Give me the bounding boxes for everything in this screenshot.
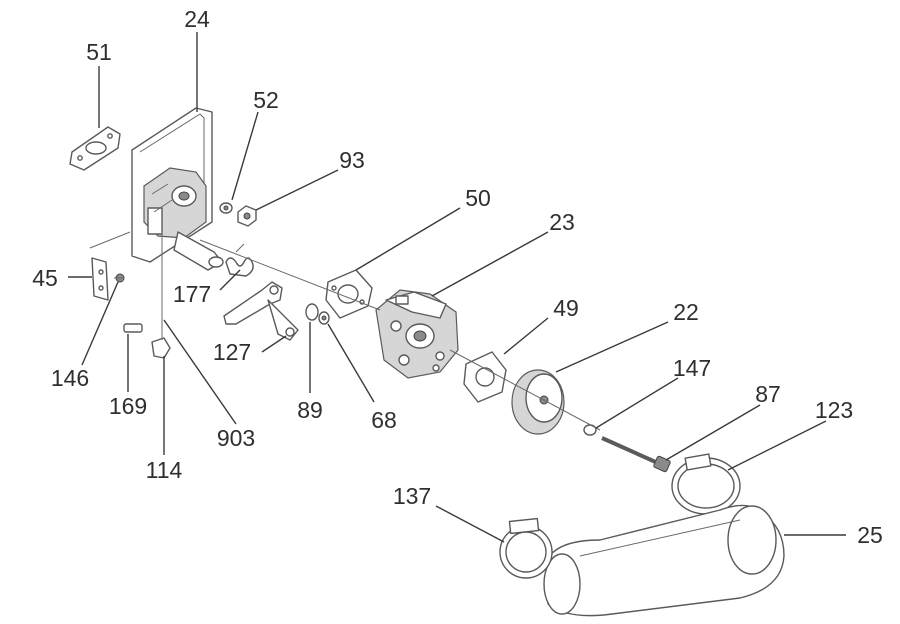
label-part-169: 169 bbox=[109, 393, 147, 419]
label-part-22: 22 bbox=[673, 299, 699, 325]
part-number-labels: 51 24 52 93 50 23 45 177 49 22 146 127 1… bbox=[32, 6, 883, 548]
label-part-52: 52 bbox=[253, 87, 279, 113]
label-part-89: 89 bbox=[297, 397, 323, 423]
part-123-clamp bbox=[671, 453, 741, 515]
part-114-fitting bbox=[151, 232, 171, 359]
part-127-linkage bbox=[223, 281, 299, 341]
leader-lines bbox=[68, 32, 846, 543]
part-169-pin bbox=[123, 323, 143, 333]
label-part-903: 903 bbox=[217, 425, 255, 451]
label-part-137: 137 bbox=[393, 483, 431, 509]
part-87-bolt bbox=[601, 436, 671, 473]
part-89-washer bbox=[305, 303, 319, 321]
label-part-45: 45 bbox=[32, 265, 58, 291]
label-part-68: 68 bbox=[371, 407, 397, 433]
part-25-hose bbox=[543, 504, 785, 617]
part-177-spring bbox=[225, 243, 254, 277]
part-93-nut bbox=[237, 205, 257, 227]
label-part-23: 23 bbox=[549, 209, 575, 235]
label-part-114: 114 bbox=[146, 457, 183, 483]
part-146-screw bbox=[114, 273, 125, 283]
label-part-177: 177 bbox=[173, 281, 211, 307]
part-49-gasket bbox=[463, 351, 507, 403]
label-part-123: 123 bbox=[815, 397, 853, 423]
label-part-147: 147 bbox=[673, 355, 711, 381]
label-part-87: 87 bbox=[755, 381, 781, 407]
part-137-clamp bbox=[499, 517, 553, 579]
label-part-25: 25 bbox=[857, 522, 883, 548]
part-22-adapter bbox=[511, 369, 565, 435]
label-part-51: 51 bbox=[86, 39, 112, 65]
part-51-gasket bbox=[69, 126, 121, 171]
label-part-93: 93 bbox=[339, 147, 365, 173]
assembly-axis-lines bbox=[89, 231, 601, 431]
label-part-49: 49 bbox=[553, 295, 579, 321]
intake-manifold bbox=[143, 167, 224, 271]
label-part-24: 24 bbox=[184, 6, 210, 32]
label-part-50: 50 bbox=[465, 185, 491, 211]
part-50-gasket bbox=[325, 269, 373, 319]
label-part-146: 146 bbox=[51, 365, 89, 391]
part-23-carburetor bbox=[375, 289, 459, 379]
label-part-127: 127 bbox=[213, 339, 251, 365]
part-68-washer bbox=[318, 311, 330, 325]
part-45-bracket bbox=[91, 257, 109, 301]
part-52-washer bbox=[219, 202, 233, 214]
